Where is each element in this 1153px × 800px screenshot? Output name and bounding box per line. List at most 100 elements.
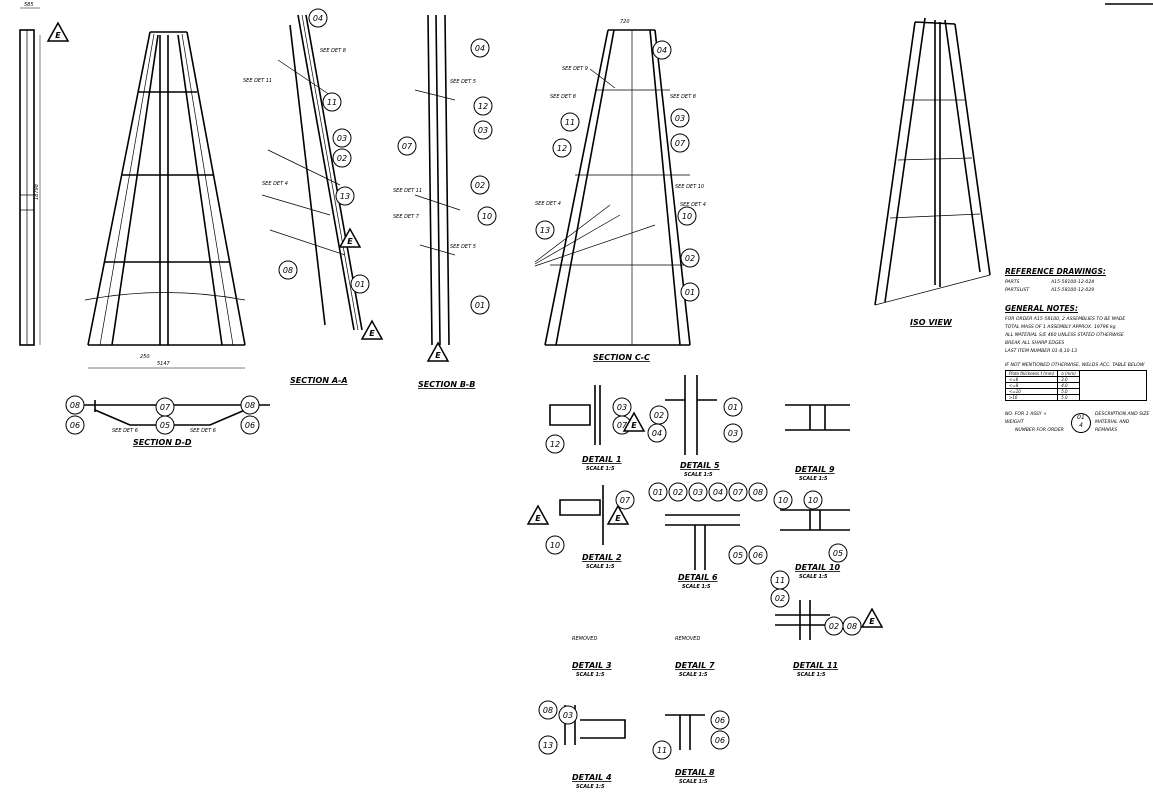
section-aa-view: SECTION A-A SEE DET 8 SEE DET 11 SEE DET…	[243, 14, 363, 385]
callout: SEE DET 8	[320, 48, 346, 54]
part-balloon: 11	[560, 112, 580, 132]
legend-text: NO. FOR 1 ASSY + WEIGHT	[1005, 412, 1048, 425]
balloon-number: 11	[327, 98, 337, 107]
weld-marker-letter: E	[435, 351, 441, 360]
detail-title: DETAIL 4	[572, 773, 612, 782]
part-balloon: 02	[770, 588, 790, 608]
balloon-number: 08	[753, 488, 763, 497]
part-balloon: 12	[552, 138, 572, 158]
dim-height: 18798	[34, 184, 40, 200]
balloon-number: 05	[733, 551, 743, 560]
part-balloon: 06	[710, 730, 730, 750]
part-balloon: 08	[538, 700, 558, 720]
ref-label: PARTS	[1005, 280, 1020, 285]
balloon-number: 06	[715, 736, 725, 745]
reference-title: REFERENCE DRAWINGS:	[1005, 267, 1106, 276]
part-balloon: 05	[155, 415, 175, 435]
balloon-number: 08	[283, 266, 293, 275]
balloon-number: 01	[653, 488, 663, 497]
part-balloon: 10	[803, 490, 823, 510]
balloon-number: 02	[685, 254, 695, 263]
reference-row: PARTS A15-58100-12-024	[1005, 279, 1153, 287]
balloon-number: 04	[713, 488, 723, 497]
detail-scale: SCALE 1:5	[576, 672, 605, 678]
ref-value: A15-58100-12-024	[1051, 280, 1095, 285]
balloon-number: 02	[337, 154, 347, 163]
balloon-number: 11	[657, 746, 667, 755]
notes-title: GENERAL NOTES:	[1005, 304, 1078, 313]
balloon-number: 12	[478, 102, 488, 111]
note-line: BREAK ALL SHARP EDGES	[1005, 341, 1065, 346]
dim-side: 585	[24, 2, 34, 8]
balloon-number: 04	[652, 429, 662, 438]
part-balloon: 02	[824, 616, 844, 636]
part-balloon: 11	[652, 740, 672, 760]
balloon-number: 10	[550, 541, 560, 550]
balloon-number: 01	[475, 301, 485, 310]
part-balloon: 02	[649, 405, 669, 425]
callout: SEE DET 8	[550, 94, 576, 100]
part-balloon: 02	[332, 148, 352, 168]
note-line: TOTAL MASS OF 1 ASSEMBLY APPROX. 19796 k…	[1005, 325, 1116, 330]
weld-marker-icon: E	[46, 21, 70, 42]
balloon-number: 06	[70, 421, 80, 430]
part-balloon: 03	[332, 128, 352, 148]
part-balloon: 01	[648, 482, 668, 502]
callout-see-det-9: SEE DET 9	[562, 66, 588, 72]
detail-removed-note: REMOVED	[572, 636, 597, 642]
callout: SEE DET 8	[670, 94, 696, 100]
part-balloon: 08	[278, 260, 298, 280]
part-balloon: 04	[470, 38, 490, 58]
part-balloon: 08	[240, 395, 260, 415]
weld-marker-letter: E	[347, 237, 353, 246]
balloon-number: 02	[654, 411, 664, 420]
balloon-number: 10	[482, 212, 492, 221]
weld-marker-letter: E	[369, 329, 375, 338]
detail-title: DETAIL 10	[795, 563, 841, 572]
part-balloon: 08	[65, 395, 85, 415]
callout: SEE DET 4	[680, 202, 706, 208]
balloon-number: 05	[833, 549, 843, 558]
detail-title: DETAIL 1	[582, 455, 622, 464]
detail-scale: SCALE 1:5	[576, 784, 605, 790]
part-balloon: 03	[473, 120, 493, 140]
balloon-number: 03	[563, 711, 573, 720]
section-dd-label: SECTION D-D	[133, 438, 192, 447]
detail-scale: SCALE 1:5	[799, 574, 828, 580]
balloon-number: 13	[543, 741, 553, 750]
side-view: 585	[19, 2, 40, 346]
part-balloon: 03	[612, 397, 632, 417]
weld-marker-icon: E	[526, 504, 550, 525]
detail-title: DETAIL 5	[680, 461, 720, 470]
legend-balloon-bottom: 4	[1079, 422, 1083, 429]
weld-marker-letter: E	[535, 514, 541, 523]
detail-scale: SCALE 1:5	[586, 466, 615, 472]
detail-removed-note: REMOVED	[675, 636, 700, 642]
part-balloon: 01	[350, 274, 370, 294]
weld-symbol	[1078, 370, 1147, 401]
balloon-number: 03	[728, 429, 738, 438]
callout: SEE DET 4	[535, 201, 561, 207]
detail-title: DETAIL 7	[675, 661, 715, 670]
note-line: FOR ORDER A15-58100, 2 ASSEMBLIES TO BE …	[1005, 317, 1126, 322]
part-balloon: 13	[535, 220, 555, 240]
balloon-number: 04	[475, 44, 485, 53]
balloon-number: 06	[715, 716, 725, 725]
legend-balloon-top: 01	[1077, 414, 1085, 421]
part-balloon: 02	[680, 248, 700, 268]
weld-note: IF NOT MENTIONED OTHERWISE, WELDS ACC. T…	[1005, 363, 1145, 368]
legend-text: DESCRIPTION AND SIZE	[1094, 412, 1150, 417]
part-balloon: 03	[558, 705, 578, 725]
weld-marker-icon: E	[360, 319, 384, 340]
ref-value: A15-58100-12-029	[1051, 288, 1095, 293]
detail-scale: SCALE 1:5	[797, 672, 826, 678]
balloon-number: 08	[70, 401, 80, 410]
part-balloon: 11	[770, 570, 790, 590]
part-balloon: 06	[65, 415, 85, 435]
section-bb-label: SECTION B-B	[418, 380, 475, 389]
note-line: LAST ITEM NUMBER 01-8,10-13	[1005, 349, 1078, 354]
balloon-number: 12	[550, 440, 560, 449]
part-balloon: 10	[545, 535, 565, 555]
